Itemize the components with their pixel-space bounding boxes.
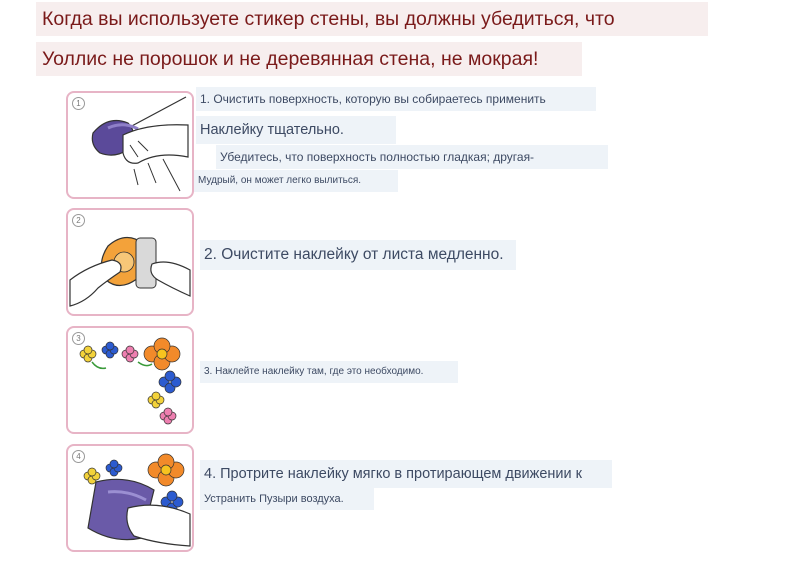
header-line-1: Когда вы используете стикер стены, вы до…: [36, 2, 708, 36]
step-1-number: 1: [72, 97, 85, 110]
step-4-number: 4: [72, 450, 85, 463]
step-4-text-line-2: Устранить Пузыри воздуха.: [200, 488, 374, 510]
step-2-illustration: 2: [66, 208, 194, 316]
step-2-number: 2: [72, 214, 85, 227]
step-1-text-line-4: Мудрый, он может легко вылиться.: [194, 170, 398, 192]
step-4-text-line-1: 4. Протрите наклейку мягко в протирающем…: [200, 460, 612, 488]
header-line-2: Уоллис не порошок и не деревянная стена,…: [36, 42, 582, 76]
step-1-text-line-3: Убедитесь, что поверхность полностью гла…: [216, 145, 608, 169]
step-4-illustration: 4: [66, 444, 194, 552]
step-1-illustration: 1: [66, 91, 194, 199]
step-2-text: 2. Очистите наклейку от листа медленно.: [200, 240, 516, 270]
step-3-number: 3: [72, 332, 85, 345]
step-1-text-line-2: Наклейку тщательно.: [196, 116, 396, 144]
step-3-illustration: 3: [66, 326, 194, 434]
step-1-text-line-1: 1. Очистить поверхность, которую вы соби…: [196, 87, 596, 111]
step-3-text: 3. Наклейте наклейку там, где это необхо…: [200, 361, 458, 383]
